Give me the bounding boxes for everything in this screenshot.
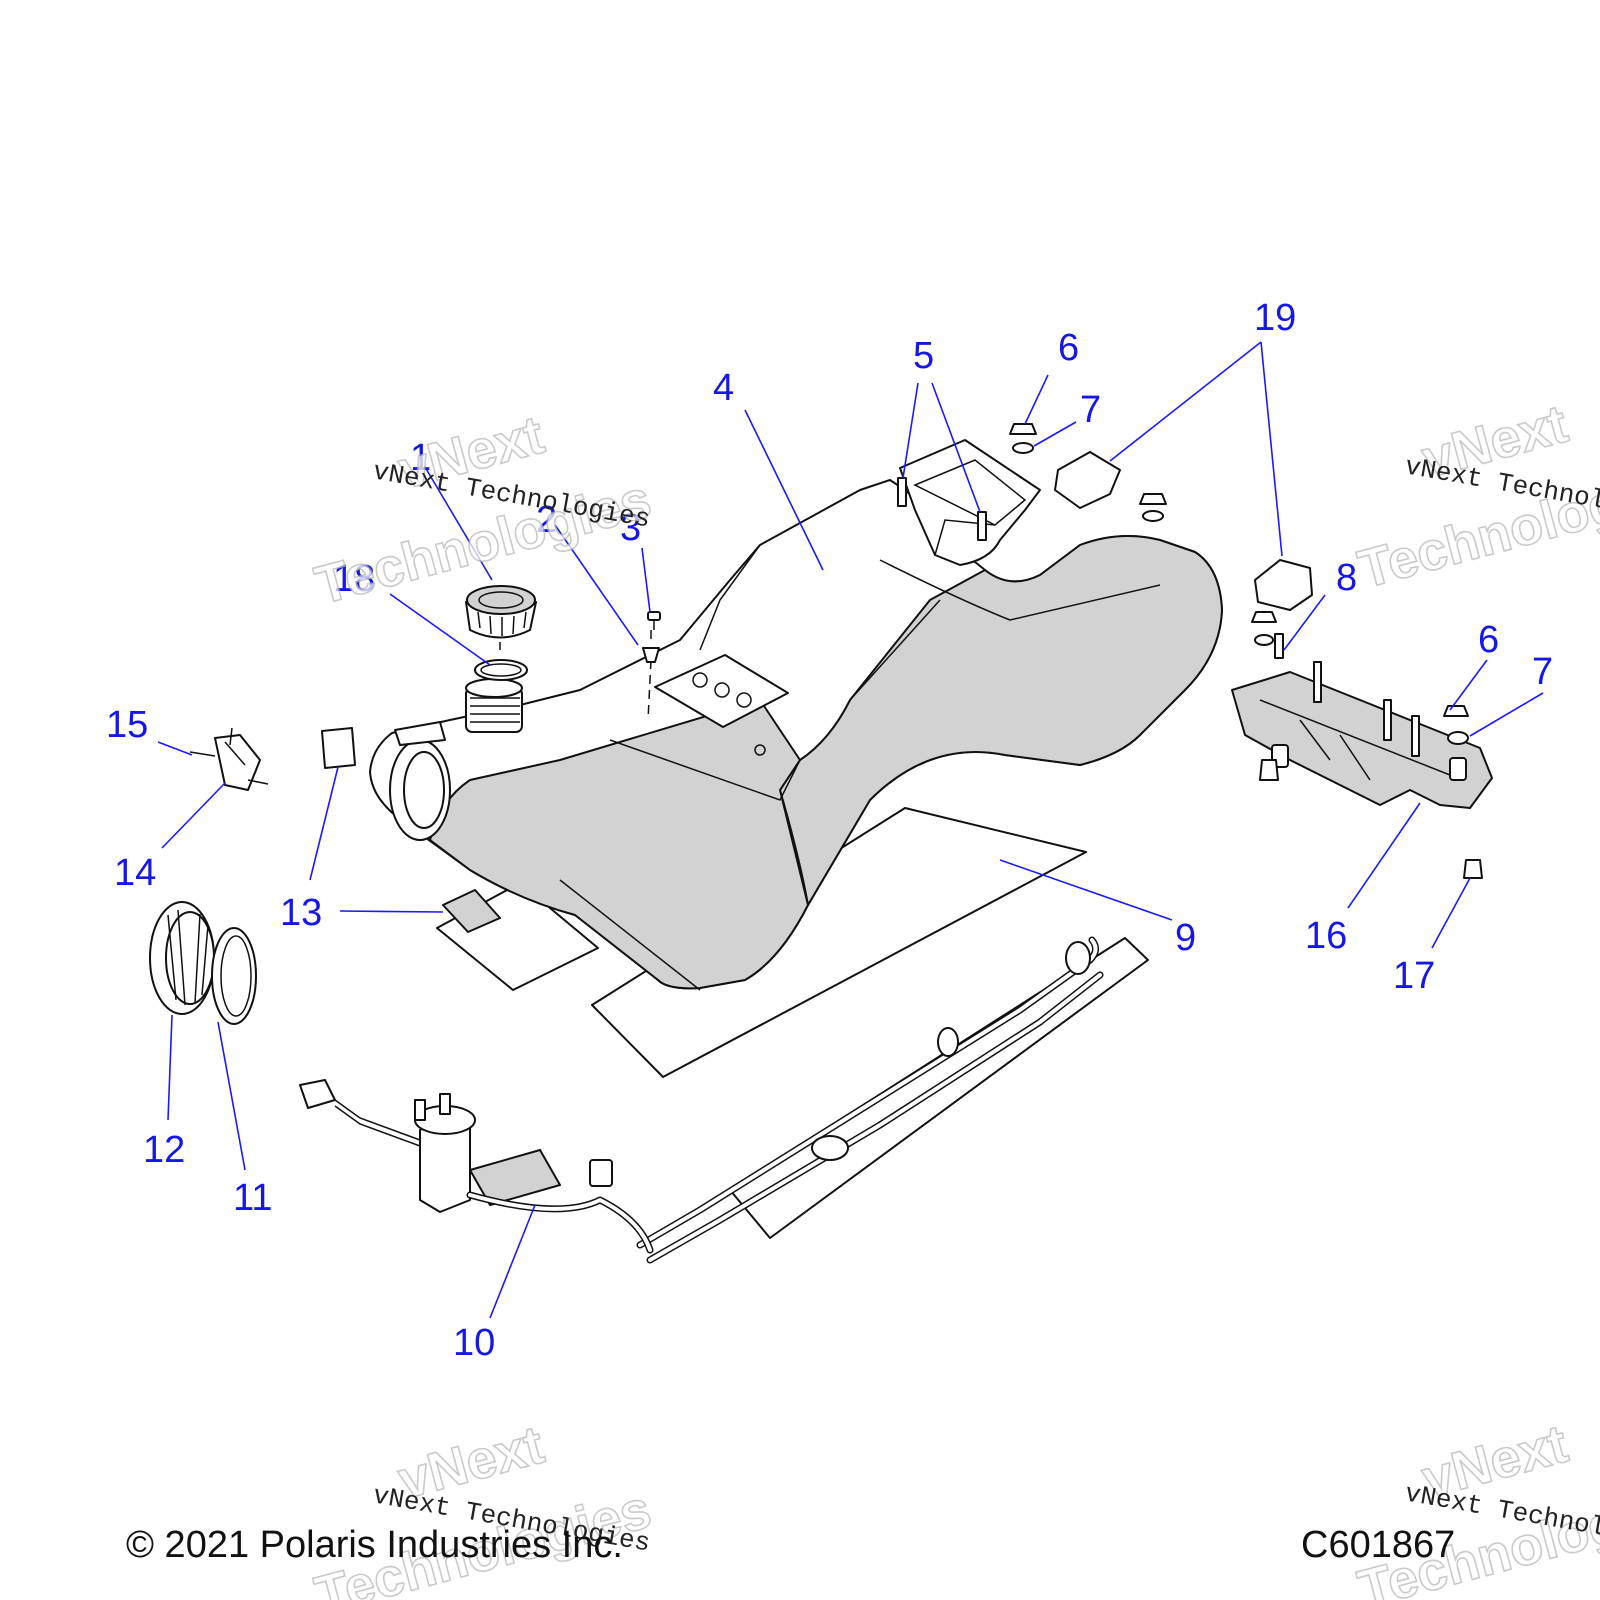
filler-cap-seal [474, 659, 528, 681]
callout-14: 14 [114, 852, 156, 894]
callout-16: 16 [1305, 915, 1347, 957]
vent-screw [647, 611, 661, 630]
fuel-cap [465, 585, 537, 639]
callout-4: 4 [713, 367, 734, 409]
callout-10: 10 [453, 1322, 495, 1364]
callout-3: 3 [620, 507, 641, 549]
top-fasteners [897, 423, 1167, 541]
callout-7-top: 7 [1080, 389, 1101, 431]
tank-heat-shield [899, 439, 1041, 566]
fuel-tank [369, 479, 1223, 991]
rear-mount-bracket [1231, 611, 1493, 879]
warning-decals [321, 727, 501, 933]
callout-13-upper: 13 [280, 892, 322, 934]
clip-bracket [189, 727, 269, 791]
callout-1: 1 [410, 437, 431, 479]
callout-7-right: 7 [1532, 651, 1553, 693]
callout-15: 15 [106, 704, 148, 746]
callout-11: 11 [233, 1177, 272, 1219]
pump-seal-ring [211, 927, 257, 1025]
callout-17: 17 [1393, 955, 1435, 997]
leader-lines [157, 341, 1544, 1319]
rubber-pads [1054, 451, 1313, 611]
callout-8: 8 [1336, 557, 1357, 599]
callout-6-right: 6 [1478, 619, 1499, 661]
callout-9: 9 [1175, 917, 1196, 959]
vent-grommet [642, 647, 660, 663]
fuel-pump-assembly [299, 936, 1149, 1264]
callout-12: 12 [143, 1129, 185, 1171]
drawing-number: C601867 [1301, 1524, 1455, 1566]
callout-numbers: 1 2 3 4 5 6 7 8 9 10 11 12 13 14 15 16 1… [106, 297, 1553, 1364]
pump-lock-ring [149, 901, 215, 1015]
callout-2: 2 [536, 499, 557, 541]
copyright-notice: © 2021 Polaris Industries Inc. [126, 1524, 623, 1566]
callout-18: 18 [333, 558, 375, 600]
callout-19: 19 [1254, 297, 1296, 339]
callout-6-top: 6 [1058, 327, 1079, 369]
callout-5: 5 [913, 335, 934, 377]
